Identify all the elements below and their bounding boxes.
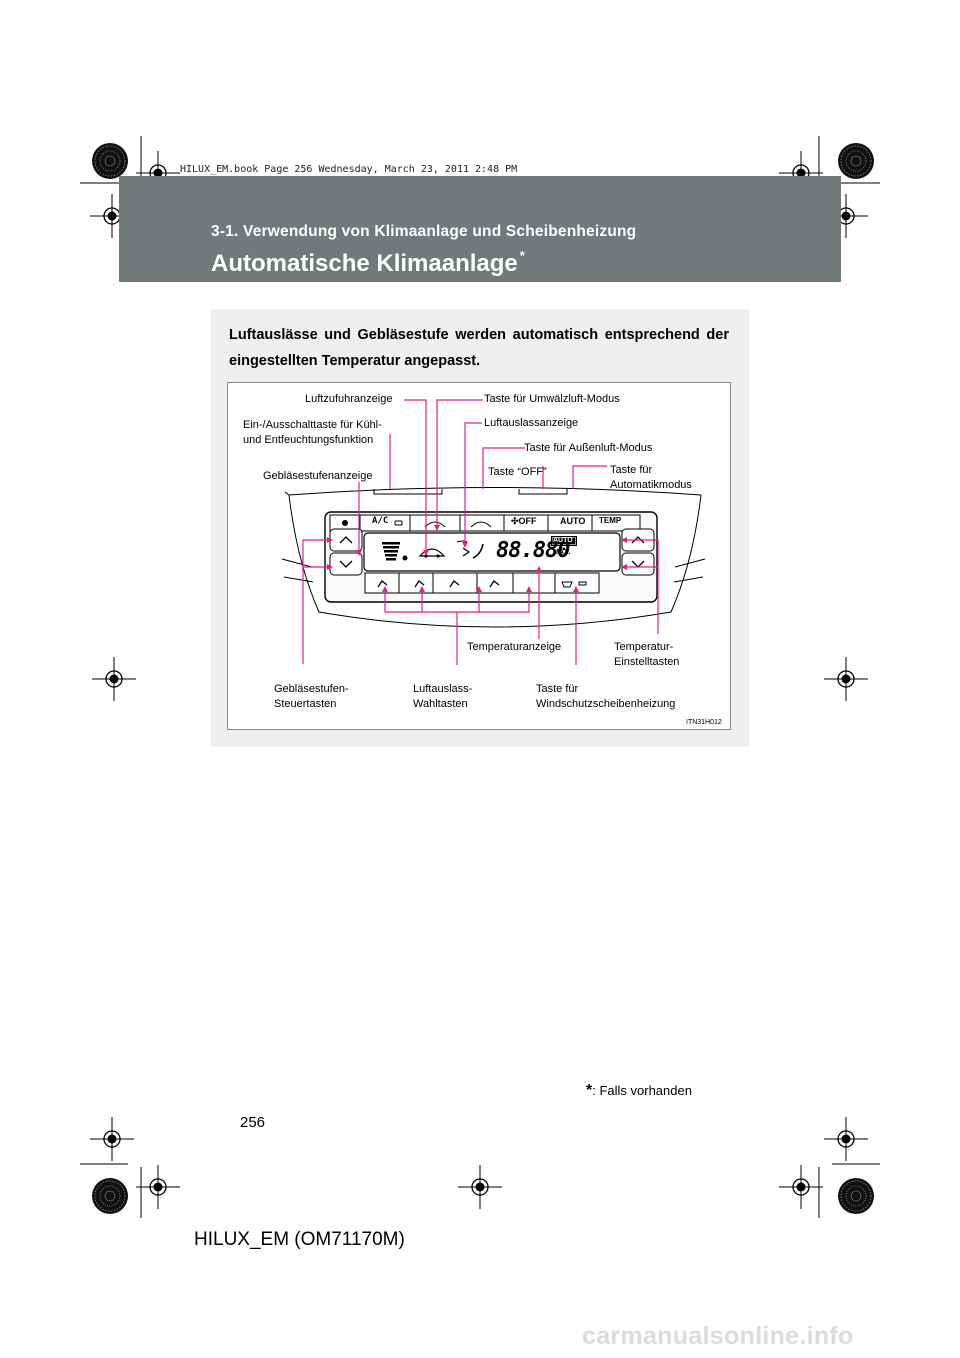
label-ac-button: Ein-/Ausschalttaste für Kühl-und Entfeuc… <box>243 418 382 448</box>
label-ac-line2: und Entfeuchtungsfunktion <box>243 434 374 446</box>
book-stamp: HILUX_EM.book Page 256 Wednesday, March … <box>180 164 518 175</box>
label-fan-line1: Gebläsestufen- <box>274 683 349 695</box>
page-title-text: Automatische Klimaanlage <box>211 250 518 277</box>
label-defrost-line1: Taste für <box>536 683 579 695</box>
section-title: 3-1. Verwendung von Klimaanlage und Sche… <box>211 223 637 240</box>
label-temp-line2: Einstelltasten <box>614 656 680 668</box>
label-fan-buttons: Gebläsestufen- Steuertasten <box>274 682 349 712</box>
asterisk-icon: * <box>586 1082 593 1099</box>
temp-button: TEMP <box>599 516 621 525</box>
digits-main: 88.8 <box>496 538 546 563</box>
figure-code: ITN31H012 <box>686 719 722 726</box>
footnote-text: : Falls vorhanden <box>592 1083 692 1098</box>
label-outlet-line2: Wahltasten <box>413 698 468 710</box>
display-max-badge: MAX. <box>553 549 571 556</box>
auto-button-label: AUTO <box>560 516 586 526</box>
model-code: HILUX_EM (OM71170M) <box>194 1229 405 1250</box>
climate-control-illustration <box>281 399 706 665</box>
label-defrost-line2: Windschutzscheibenheizung <box>536 698 676 710</box>
ac-button-label: A/C <box>372 516 389 526</box>
intro-text: Luftauslässe und Gebläsestufe werden aut… <box>229 327 729 369</box>
label-outlet-buttons: Luftauslass- Wahltasten <box>413 682 472 712</box>
asterisk-icon: * <box>519 248 525 263</box>
auto-button[interactable]: AUTO <box>560 516 585 526</box>
off-button[interactable]: ✣OFF <box>511 516 537 527</box>
section-header-band <box>119 176 841 282</box>
label-temp-line1: Temperatur- <box>614 641 674 653</box>
fan-icon: ✣ <box>511 516 519 526</box>
label-auto-line2: Automatikmodus <box>610 479 692 491</box>
label-temp-display: Temperaturanzeige <box>467 641 562 653</box>
watermark: carmanualsonline.info <box>582 1322 854 1350</box>
display-auto-badge: AUTO <box>553 537 573 544</box>
label-outlet-line1: Luftauslass- <box>413 683 473 695</box>
label-off-button: Taste “OFF” <box>488 466 547 478</box>
ac-button[interactable]: A/C <box>372 516 388 526</box>
label-fan-line2: Steuertasten <box>274 698 337 710</box>
digits-secondary: 80 <box>544 538 570 563</box>
label-auto-line1: Taste für <box>610 464 653 476</box>
temperature-display-digits: 88.880 <box>496 538 570 563</box>
temp-button-label: TEMP <box>599 516 622 525</box>
label-temp-buttons: Temperatur- Einstelltasten <box>614 640 679 670</box>
label-fan-speed-indicator: Gebläsestufenanzeige <box>263 470 373 482</box>
label-ac-line1: Ein-/Ausschalttaste für Kühl- <box>243 419 382 431</box>
label-recirc-button: Taste für Umwälzluft-Modus <box>484 393 620 405</box>
label-fresh-air-button: Taste für Außenluft-Modus <box>524 442 653 454</box>
off-button-label: OFF <box>518 516 537 526</box>
page-title: Automatische Klimaanlage* <box>211 248 525 278</box>
footnote: *: Falls vorhanden <box>586 1082 692 1100</box>
label-airflow-indicator: Luftzufuhranzeige <box>305 393 393 405</box>
page-number: 256 <box>240 1114 266 1131</box>
label-outlet-indicator: Luftauslassanzeige <box>484 417 579 429</box>
